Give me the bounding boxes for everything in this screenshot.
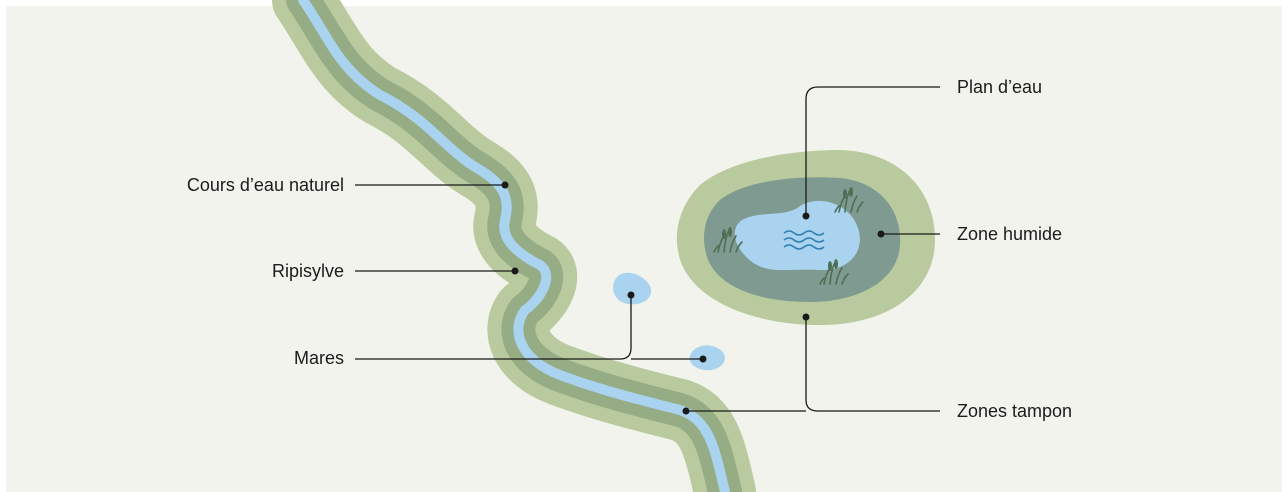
leader-buffer-river-dot: [683, 408, 690, 415]
leader-ripisylve-dot: [512, 268, 519, 275]
leader-mares-dot-1: [628, 292, 635, 299]
label-ponds: Mares: [124, 348, 344, 368]
label-river: Cours d’eau naturel: [124, 175, 344, 195]
leader-wetland-dot: [878, 231, 885, 238]
label-ripisylve: Ripisylve: [124, 261, 344, 281]
leader-river-dot: [502, 182, 509, 189]
leader-water-body-dot: [803, 213, 810, 220]
label-wetland: Zone humide: [957, 224, 1062, 244]
leader-mares-dot-2: [700, 356, 707, 363]
label-buffer-zones: Zones tampon: [957, 401, 1072, 421]
label-water-body: Plan d’eau: [957, 77, 1042, 97]
leader-buffer-lake-dot: [803, 314, 810, 321]
